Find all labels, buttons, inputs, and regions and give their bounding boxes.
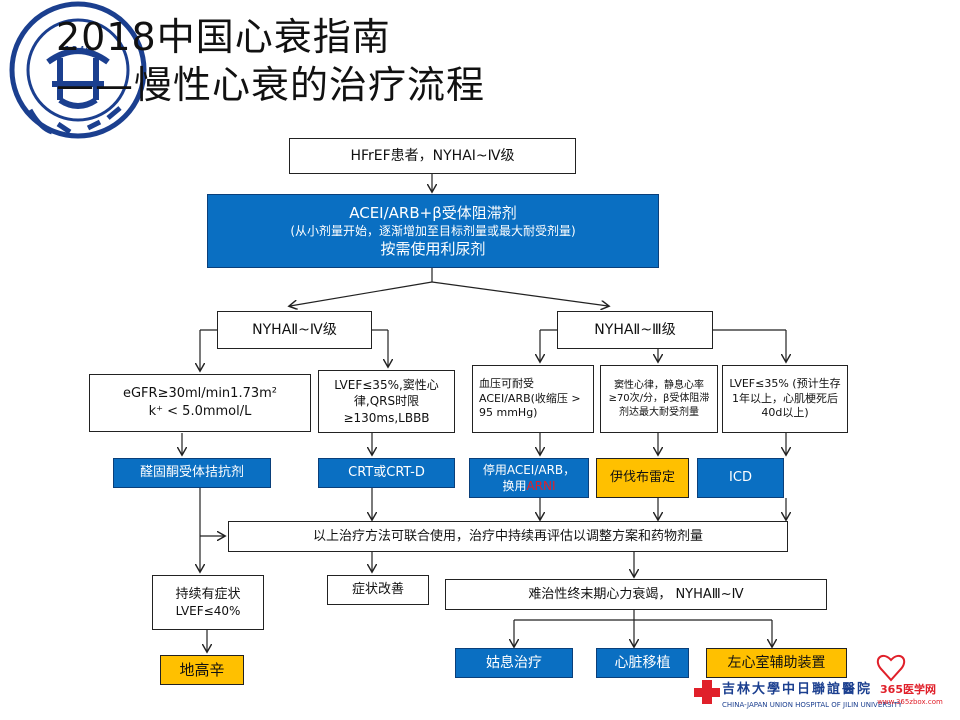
node-nyha-2-3: NYHAⅡ~Ⅲ级 bbox=[557, 311, 713, 349]
persistent-line-1: 持续有症状 bbox=[175, 586, 241, 602]
arni-highlight: ARNI bbox=[526, 479, 556, 493]
acei-line-1: ACEI/ARB+β受体阻滞剂 bbox=[349, 203, 517, 222]
node-digoxin: 地高辛 bbox=[160, 655, 244, 685]
acei-line-3: 按需使用利尿剂 bbox=[380, 240, 486, 259]
footer-hospital-cn: 吉林大學中日聯誼醫院 bbox=[722, 682, 873, 698]
node-crt: CRT或CRT-D bbox=[318, 458, 455, 488]
node-persistent-symptoms: 持续有症状 LVEF≤40% bbox=[152, 575, 264, 630]
page-title-line-1: 2018中国心衰指南 bbox=[56, 15, 391, 59]
footer-site: www.365zbox.com bbox=[877, 698, 943, 707]
arni-line-1: 停用ACEI/ARB， bbox=[482, 462, 576, 477]
acei-line-2: (从小剂量开始，逐渐增加至目标剂量或最大耐受剂量) bbox=[290, 223, 576, 238]
node-acei-arb-beta: ACEI/ARB+β受体阻滞剂 (从小剂量开始，逐渐增加至目标剂量或最大耐受剂量… bbox=[207, 194, 659, 268]
arni-line-2: 换用ARNI bbox=[502, 478, 555, 494]
node-mra: 醛固酮受体拮抗剂 bbox=[113, 458, 271, 488]
node-combine-therapy: 以上治疗方法可联合使用，治疗中持续再评估以调整方案和药物剂量 bbox=[228, 521, 788, 552]
egfr-line-1: eGFR≥30ml/min1.73m² bbox=[122, 386, 277, 402]
node-refractory-hf: 难治性终末期心力衰竭， NYHAⅢ~Ⅳ bbox=[445, 579, 827, 610]
node-transplant: 心脏移植 bbox=[596, 648, 689, 678]
node-lvad: 左心室辅助装置 bbox=[706, 648, 847, 678]
node-lvef-icd-criteria: LVEF≤35% (预计生存1年以上，心肌梗死后40d以上) bbox=[722, 365, 848, 433]
footer-hospital-en: CHINA-JAPAN UNION HOSPITAL OF JILIN UNIV… bbox=[722, 701, 903, 710]
node-bp-tolerate: 血压可耐受ACEI/ARB(收缩压 > 95 mmHg) bbox=[472, 365, 594, 433]
node-symptom-improved: 症状改善 bbox=[327, 575, 429, 605]
node-nyha-2-4: NYHAⅡ~Ⅳ级 bbox=[217, 311, 372, 349]
node-icd: ICD bbox=[697, 458, 784, 498]
node-ivabradine: 伊伐布雷定 bbox=[596, 458, 689, 498]
arni-prefix: 换用 bbox=[502, 479, 527, 493]
page-title-line-2: ——慢性心衰的治疗流程 bbox=[56, 63, 486, 107]
node-arni: 停用ACEI/ARB， 换用ARNI bbox=[469, 458, 589, 498]
node-hfref-patient: HFrEF患者，NYHAⅠ~Ⅳ级 bbox=[289, 138, 576, 174]
seal-year: 1946 bbox=[64, 43, 92, 57]
node-sinus-heart-rate: 窦性心律，静息心率≥70次/分，β受体阻滞剂达最大耐受剂量 bbox=[600, 365, 718, 433]
egfr-line-2: k⁺ < 5.0mmol/L bbox=[148, 404, 252, 419]
node-palliative: 姑息治疗 bbox=[455, 648, 573, 678]
seal-graphic bbox=[9, 1, 147, 139]
footer-brand: 365医学网 bbox=[880, 682, 936, 696]
persistent-line-2: LVEF≤40% bbox=[175, 604, 241, 619]
node-egfr-k: eGFR≥30ml/min1.73m² k⁺ < 5.0mmol/L bbox=[89, 374, 311, 432]
node-lvef-sinus-qrs: LVEF≤35%,窦性心律,QRS时限≥130ms,LBBB bbox=[318, 370, 455, 433]
